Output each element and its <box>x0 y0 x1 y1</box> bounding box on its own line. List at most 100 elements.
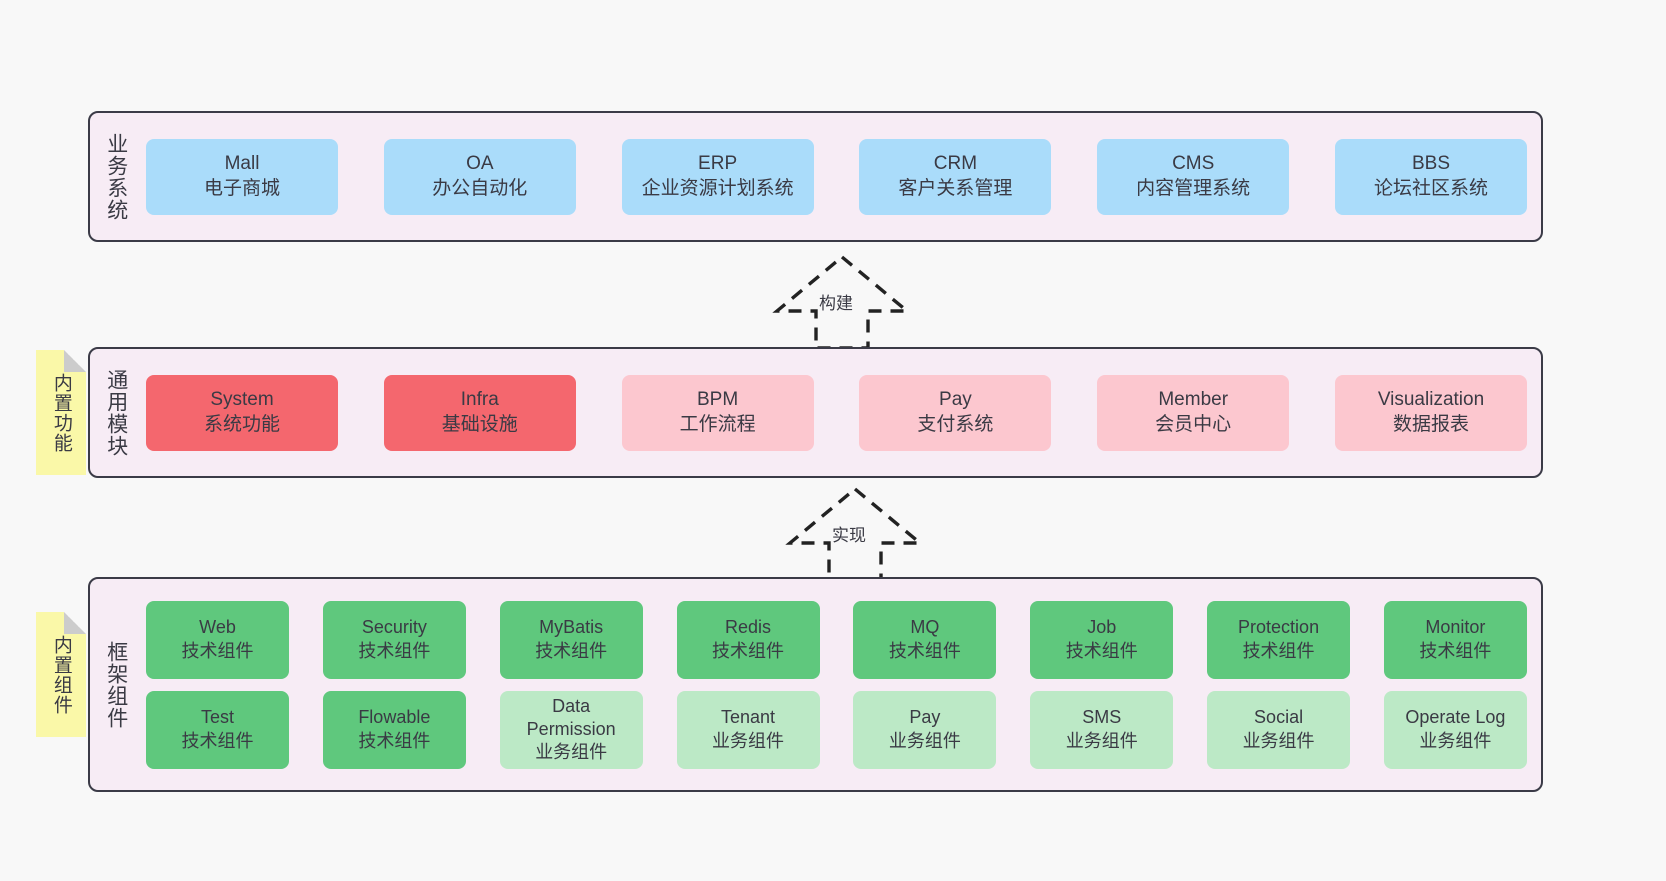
layer-module-title: 通用模块 <box>104 368 128 457</box>
layer-common-module[interactable]: 通用模块 System 系统功能 Infra 基础设施 BPM 工作流程 Pay… <box>88 347 1543 478</box>
sticky-note-builtin-function[interactable]: 内置功能 <box>36 350 86 475</box>
card-operate-log[interactable]: Operate Log 业务组件 <box>1383 690 1527 769</box>
sticky-note-builtin-component[interactable]: 内置组件 <box>36 612 86 737</box>
card-redis[interactable]: Redis 技术组件 <box>676 600 820 679</box>
card-erp-cn: 企业资源计划系统 <box>641 177 794 199</box>
card-bbs-en: BBS <box>1411 153 1450 175</box>
framework-card-row-1: Web 技术组件 Security 技术组件 MyBatis 技术组件 Redi… <box>146 600 1527 679</box>
card-security-cn: 技术组件 <box>358 640 431 661</box>
card-pay-component[interactable]: Pay 业务组件 <box>853 690 997 769</box>
card-job-en: Job <box>1087 617 1117 638</box>
card-test-cn: 技术组件 <box>181 730 254 751</box>
card-visualization-cn: 数据报表 <box>1392 413 1469 435</box>
card-bpm-en: BPM <box>697 389 739 411</box>
connector-build: 构建 <box>755 253 930 350</box>
card-mq-en: MQ <box>910 617 940 638</box>
card-redis-en: Redis <box>725 617 772 638</box>
card-web-en: Web <box>199 617 236 638</box>
card-member[interactable]: Member 会员中心 <box>1097 374 1290 451</box>
card-tenant-en: Tenant <box>721 707 776 728</box>
card-mq-cn: 技术组件 <box>888 640 961 661</box>
card-flowable-en: Flowable <box>358 707 431 728</box>
card-social[interactable]: Social 业务组件 <box>1207 690 1351 769</box>
card-mall-cn: 电子商城 <box>203 177 280 199</box>
layer-framework-title: 框架组件 <box>104 640 128 729</box>
layer-business-title: 业务系统 <box>104 132 128 221</box>
card-monitor[interactable]: Monitor 技术组件 <box>1383 600 1527 679</box>
card-security[interactable]: Security 技术组件 <box>322 600 466 679</box>
card-data-permission-cn: 业务组件 <box>535 742 608 763</box>
card-job-cn: 技术组件 <box>1065 640 1138 661</box>
card-bpm-cn: 工作流程 <box>679 413 756 435</box>
card-sms-cn: 业务组件 <box>1065 730 1138 751</box>
layer-framework-component[interactable]: 框架组件 Web 技术组件 Security 技术组件 MyBatis 技术组件… <box>88 577 1543 792</box>
card-operate-log-en: Operate Log <box>1405 707 1506 728</box>
card-infra[interactable]: Infra 基础设施 <box>383 374 576 451</box>
card-bpm[interactable]: BPM 工作流程 <box>621 374 814 451</box>
card-flowable[interactable]: Flowable 技术组件 <box>322 690 466 769</box>
card-security-en: Security <box>361 617 427 638</box>
card-oa[interactable]: OA 办公自动化 <box>383 138 576 215</box>
layer-business-system[interactable]: 业务系统 Mall 电子商城 OA 办公自动化 ERP 企业资源计划系统 CRM… <box>88 111 1543 242</box>
card-system-cn: 系统功能 <box>203 413 280 435</box>
sticky-note-builtin-function-label: 内置功能 <box>50 372 72 453</box>
card-cms-cn: 内容管理系统 <box>1136 177 1251 199</box>
business-card-row: Mall 电子商城 OA 办公自动化 ERP 企业资源计划系统 CRM 客户关系… <box>146 138 1527 215</box>
card-protection[interactable]: Protection 技术组件 <box>1207 600 1351 679</box>
card-crm-cn: 客户关系管理 <box>898 177 1013 199</box>
card-member-cn: 会员中心 <box>1155 413 1232 435</box>
card-sms[interactable]: SMS 业务组件 <box>1030 690 1174 769</box>
card-bbs[interactable]: BBS 论坛社区系统 <box>1334 138 1527 215</box>
card-infra-en: Infra <box>460 389 499 411</box>
card-tenant-cn: 业务组件 <box>712 730 785 751</box>
card-tenant[interactable]: Tenant 业务组件 <box>676 690 820 769</box>
card-infra-cn: 基础设施 <box>441 413 518 435</box>
card-job[interactable]: Job 技术组件 <box>1030 600 1174 679</box>
card-web-cn: 技术组件 <box>181 640 254 661</box>
card-flowable-cn: 技术组件 <box>358 730 431 751</box>
card-system-en: System <box>210 389 274 411</box>
framework-card-row-2: Test 技术组件 Flowable 技术组件 Data Permission … <box>146 690 1527 769</box>
card-crm-en: CRM <box>933 153 978 175</box>
card-mall[interactable]: Mall 电子商城 <box>146 138 338 215</box>
connector-implement: 实现 <box>768 485 943 582</box>
card-mybatis-en: MyBatis <box>539 617 604 638</box>
card-cms-en: CMS <box>1172 153 1215 175</box>
card-mall-en: Mall <box>224 153 260 175</box>
card-erp[interactable]: ERP 企业资源计划系统 <box>621 138 814 215</box>
card-protection-cn: 技术组件 <box>1242 640 1315 661</box>
card-test-en: Test <box>200 707 234 728</box>
layer-business-body: Mall 电子商城 OA 办公自动化 ERP 企业资源计划系统 CRM 客户关系… <box>142 113 1541 240</box>
card-redis-cn: 技术组件 <box>712 640 785 661</box>
card-crm[interactable]: CRM 客户关系管理 <box>859 138 1052 215</box>
card-monitor-en: Monitor <box>1425 617 1486 638</box>
card-oa-cn: 办公自动化 <box>432 177 528 199</box>
card-operate-log-cn: 业务组件 <box>1419 730 1492 751</box>
card-member-en: Member <box>1158 389 1229 411</box>
card-social-en: Social <box>1254 707 1304 728</box>
card-sms-en: SMS <box>1082 707 1122 728</box>
card-test[interactable]: Test 技术组件 <box>146 690 289 769</box>
sticky-note-builtin-component-label: 内置组件 <box>50 634 72 715</box>
card-pay-module[interactable]: Pay 支付系统 <box>859 374 1052 451</box>
card-system[interactable]: System 系统功能 <box>146 374 338 451</box>
card-cms[interactable]: CMS 内容管理系统 <box>1097 138 1290 215</box>
card-mybatis-cn: 技术组件 <box>535 640 608 661</box>
card-pay-component-en: Pay <box>909 707 941 728</box>
card-data-permission-en: Data Permission <box>526 695 616 739</box>
connector-implement-label: 实现 <box>832 526 866 545</box>
card-bbs-cn: 论坛社区系统 <box>1373 177 1488 199</box>
card-mq[interactable]: MQ 技术组件 <box>853 600 997 679</box>
card-web[interactable]: Web 技术组件 <box>146 600 289 679</box>
card-monitor-cn: 技术组件 <box>1419 640 1492 661</box>
card-mybatis[interactable]: MyBatis 技术组件 <box>499 600 643 679</box>
layer-module-body: System 系统功能 Infra 基础设施 BPM 工作流程 Pay 支付系统… <box>142 349 1541 476</box>
card-pay-module-en: Pay <box>939 389 972 411</box>
card-visualization[interactable]: Visualization 数据报表 <box>1334 374 1527 451</box>
card-visualization-en: Visualization <box>1377 389 1485 411</box>
card-social-cn: 业务组件 <box>1242 730 1315 751</box>
card-erp-en: ERP <box>698 153 738 175</box>
card-data-permission[interactable]: Data Permission 业务组件 <box>499 690 643 769</box>
module-card-row: System 系统功能 Infra 基础设施 BPM 工作流程 Pay 支付系统… <box>146 374 1527 451</box>
